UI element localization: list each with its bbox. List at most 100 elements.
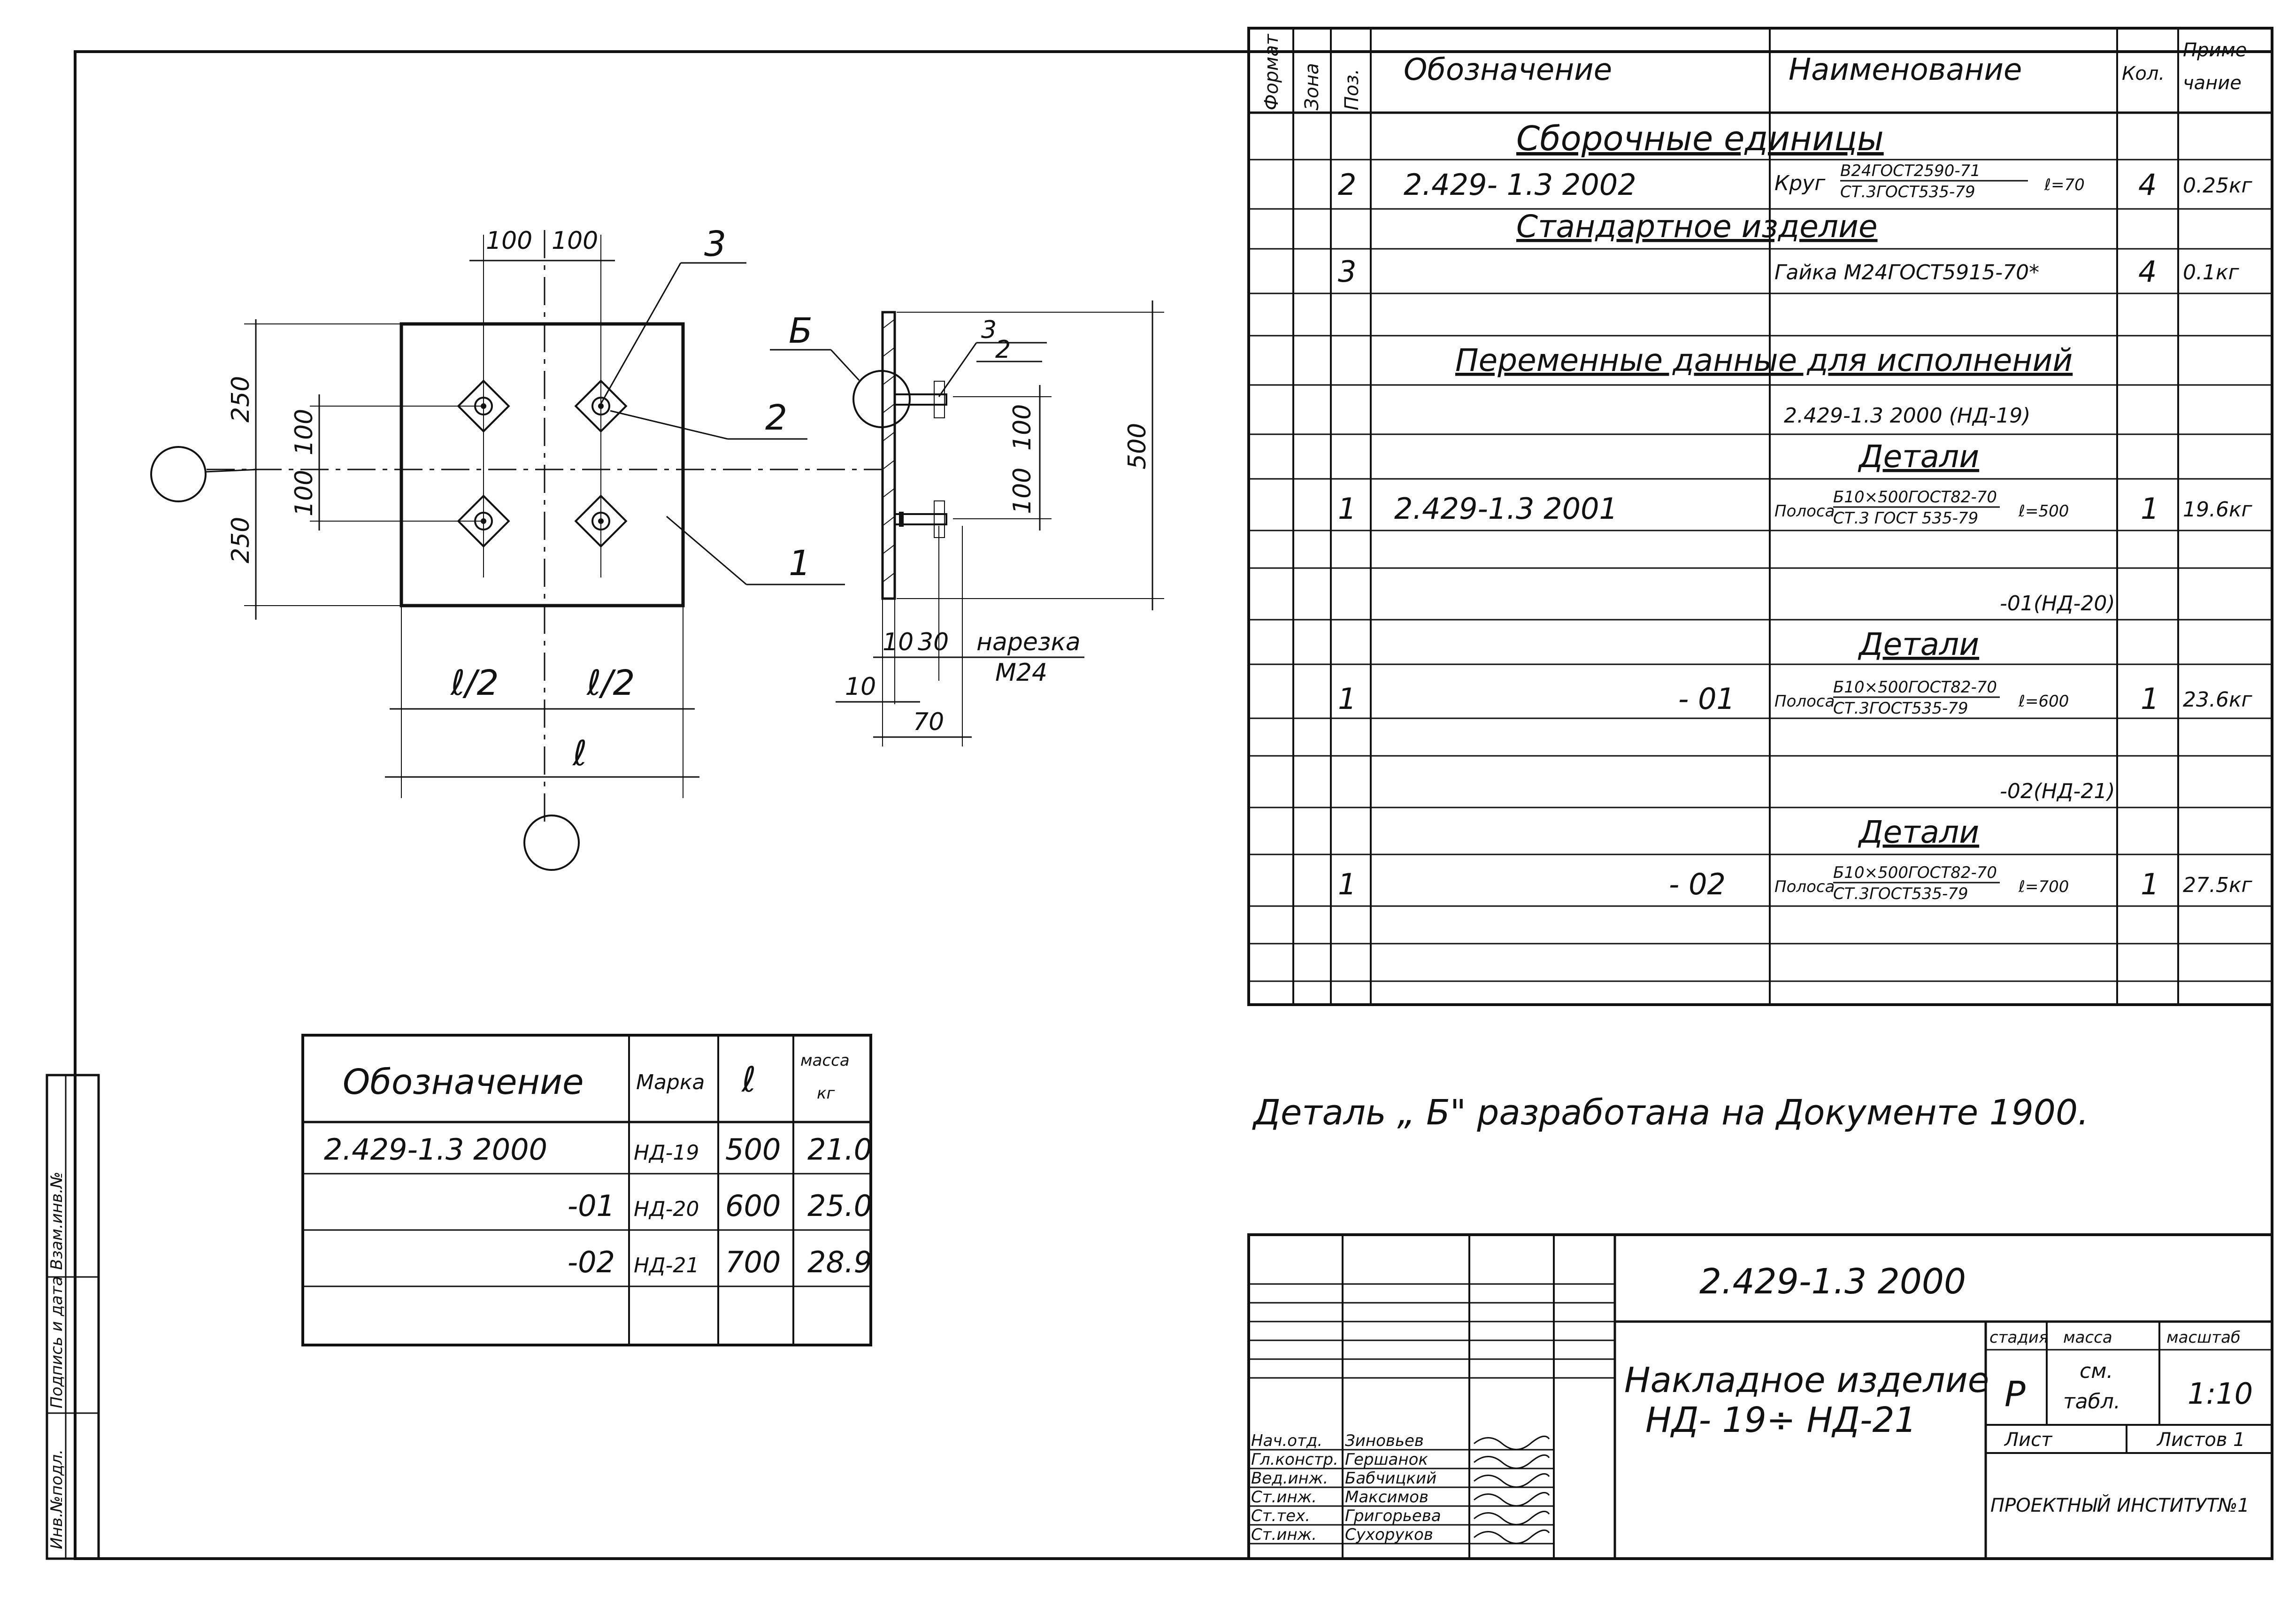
organization-name: ПРОЕКТНЫЙ ИНСТИТУТ№1 [1990,1494,2250,1516]
variant-2-pos: 1 [1338,867,1356,901]
variant-2-name: Полоса [1774,877,1835,896]
detail-note: Деталь „ Б" разработана на Документе 190… [1252,1092,2089,1133]
callout-2: 2 [765,398,787,438]
sheets-label: Листов 1 [2156,1429,2245,1451]
dim-250-top: 250 [227,376,255,423]
variant-1-title: -01(НД-20) [2000,592,2115,615]
variant-1-length: ℓ=600 [2018,692,2069,711]
signature-role: Нач.отд. [1251,1431,1322,1450]
variant-2-frac-bottom: СТ.3ГОСТ535-79 [1833,884,1968,903]
variant-0-designation: 2.429-1.3 2001 [1394,492,1618,526]
stage-label: стадия [1989,1328,2048,1347]
signature-role: Вед.инж. [1251,1469,1328,1488]
signature-scribble [1474,1492,1550,1507]
margin-strip: Инв.№подл. Подпись и дата Взам.инв.№ [46,1074,100,1560]
assembly-pos: 2 [1338,168,1356,202]
dim-100-side-a: 100 [1008,404,1037,451]
dim-10-bottom: 10 [845,673,876,701]
variant-1-frac-bottom: СТ.3ГОСТ535-79 [1833,699,1968,718]
variant-1-qty: 1 [2141,682,2159,716]
marks-header-length: ℓ [741,1060,756,1100]
margin-sign-label: Подпись и дата [47,1276,66,1408]
variant-0-qty: 1 [2141,492,2159,526]
title-block: 2.429-1.3 2000 Накладное изделие НД- 19÷… [1247,1233,2273,1560]
plate-section [881,311,896,600]
dim-30: 30 [918,628,949,656]
signature-scribble [1474,1529,1550,1544]
detail-b-circle [852,370,911,428]
axis-bubble-bottom [523,815,580,871]
plate-outline [399,322,685,607]
variant-0-title: 2.429-1.3 2000 (НД-19) [1784,404,2030,428]
signature-name: Зиновьев [1345,1431,1424,1450]
section-variable-data: Переменные данные для исполнений [1455,342,2073,378]
standard-note: 0.1кг [2183,261,2240,284]
dim-half-l-left: ℓ/2 [450,663,499,703]
marks-row-length: 600 [725,1189,781,1223]
assembly-qty: 4 [2138,168,2157,202]
dim-10-top: 10 [883,628,914,656]
marks-row-mass: 21.0 [807,1132,872,1167]
header-note-top: Приме [2183,39,2247,61]
variant-0-details: Детали [1858,438,1979,475]
stage-value: Р [2004,1374,2026,1415]
marks-row-designation: -02 [568,1245,615,1279]
doc-number: 2.429-1.3 2000 [1699,1261,1966,1302]
side-view: Б 3 2 100 100 500 10 30 нарезка М24 10 7… [770,300,1164,746]
header-designation: Обозначение [1404,53,1612,87]
signature-name: Сухоруков [1345,1525,1433,1544]
marks-row-mark: НД-21 [634,1253,699,1277]
marks-row-length: 700 [725,1245,781,1279]
signature-scribble [1474,1454,1550,1469]
marks-header-designation: Обозначение [343,1062,584,1102]
marks-row-mark: НД-19 [634,1141,699,1165]
axis-bubble-left [150,446,207,502]
bolt-hole [457,379,510,433]
signature-role: Ст.инж. [1251,1488,1317,1507]
assembly-name: Круг [1774,171,1826,195]
assembly-frac-bottom: СТ.3ГОСТ535-79 [1840,183,1975,201]
standard-pos: 3 [1338,254,1356,289]
assembly-frac-top: В24ГОСТ2590-71 [1840,161,1981,180]
assembly-designation: 2.429- 1.3 2002 [1404,168,1636,202]
signature-name: Гершанок [1345,1450,1428,1469]
mass-value-bottom: табл. [2063,1390,2120,1414]
header-format: Формат [1261,33,1282,110]
header-zone: Зона [1301,63,1323,110]
header-note-bottom: чание [2183,72,2242,94]
variant-0-frac-bottom: СТ.3 ГОСТ 535-79 [1833,509,1978,528]
spec-row-lines [1249,159,2272,982]
thread-label: нарезка [976,628,1081,656]
bolt-hole [574,494,628,548]
standard-name: Гайка М24ГОСТ5915-70* [1774,261,2039,284]
section-assembly-units: Сборочные единицы [1516,119,1884,158]
marks-row-mass: 25.0 [807,1189,872,1223]
signature-scribble [1474,1510,1550,1525]
variant-0-pos: 1 [1338,492,1356,526]
dim-full-l: ℓ [572,733,587,774]
mass-label: масса [2063,1328,2112,1347]
plan-view: 100 100 250 250 100 100 ℓ/2 ℓ/2 ℓ 3 2 [150,224,883,871]
dim-100-side-b: 100 [1008,468,1037,514]
section-standard-item: Стандартное изделие [1516,208,1878,245]
dim-100-left-a: 100 [290,409,318,455]
marks-table: Обозначение Марка ℓ масса кг 2.429-1.3 2… [301,1034,872,1346]
callout-1: 1 [789,543,811,584]
marks-row-designation: -01 [568,1189,615,1223]
signature-rows: Нач.отд.ЗиновьевГл.констр.ГершанокВед.ин… [1249,1431,1554,1545]
variant-2-note: 27.5кг [2183,873,2253,897]
marks-header-mass-bottom: кг [817,1084,836,1103]
marks-row-mass: 28.9 [807,1245,872,1279]
scale-label: масштаб [2166,1328,2241,1347]
doc-title-line-1: Накладное изделие [1624,1360,1989,1400]
variant-1-pos: 1 [1338,682,1356,716]
dim-70: 70 [913,708,944,736]
variant-1-details: Детали [1858,626,1979,662]
signature-scribble [1474,1473,1550,1488]
variant-2-length: ℓ=700 [2018,877,2069,896]
header-qty: Кол. [2122,63,2165,85]
dim-100-top-b: 100 [552,227,598,255]
doc-title-line-2: НД- 19÷ НД-21 [1645,1400,1917,1440]
